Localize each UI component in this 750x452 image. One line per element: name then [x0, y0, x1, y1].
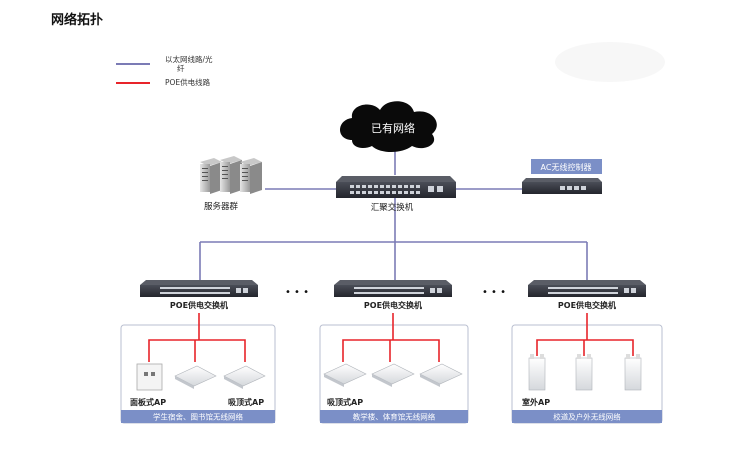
- zone-3-label-outdoor-ap: 室外AP: [522, 397, 550, 407]
- server-group-icon: [200, 156, 262, 194]
- poe-switch-2-icon: [334, 280, 452, 297]
- cloud-label: 已有网络: [371, 121, 415, 135]
- panel-ap-icon: [136, 363, 163, 391]
- ellipsis-1: • • •: [285, 287, 309, 298]
- ceiling-ap-icon: [419, 363, 463, 387]
- ac-label: AC无线控制器: [541, 162, 592, 172]
- zone-1-label-panel-ap: 面板式AP: [130, 397, 166, 407]
- poe-links: [148, 313, 634, 362]
- zone-2-banner: [320, 410, 468, 423]
- servers-label: 服务器群: [204, 201, 239, 212]
- decorative-blob: [555, 42, 665, 82]
- zone-2-label-ceiling-ap: 吸顶式AP: [327, 397, 363, 407]
- page-title: 网络拓扑: [51, 13, 104, 28]
- poe-switch-1-label: POE供电交换机: [170, 300, 228, 310]
- legend-poe-label: POE供电线路: [165, 78, 211, 87]
- outdoor-ap-icon: [575, 354, 593, 391]
- legend-ethernet-text-1: 以太网线路/光: [165, 55, 213, 64]
- legend-ethernet-swatch: [116, 63, 150, 65]
- ceiling-ap-icon: [174, 365, 217, 389]
- legend-ethernet-label: 以太网线路/光 纤: [165, 55, 213, 73]
- poe-switch-2-label: POE供电交换机: [364, 300, 422, 310]
- zone-3-banner-text: 校道及户外无线网络: [553, 412, 621, 422]
- ceiling-ap-icon: [323, 363, 367, 387]
- zone-3-banner: [512, 410, 662, 423]
- outdoor-ap-icon: [528, 354, 546, 391]
- legend-ethernet-text-2: 纤: [177, 64, 185, 73]
- poe-switch-3-icon: [528, 280, 646, 297]
- ceiling-ap-icon: [371, 363, 415, 387]
- ceiling-ap-icon: [223, 365, 266, 389]
- poe-switch-1-icon: [140, 280, 258, 297]
- ac-controller-icon: [522, 178, 602, 194]
- core-switch-label: 汇聚交换机: [371, 202, 414, 213]
- zone-1-banner-text: 学生宿舍、图书馆无线网络: [153, 412, 243, 422]
- cloud-icon: [340, 101, 437, 152]
- ellipsis-2: • • •: [482, 287, 506, 298]
- zone-1-label-ceiling-ap: 吸顶式AP: [228, 397, 264, 407]
- ac-label-background: [531, 159, 602, 174]
- outdoor-ap-icon: [624, 354, 642, 391]
- zone-1-banner: [121, 410, 275, 423]
- legend-poe-swatch: [116, 82, 150, 84]
- core-switch-icon: [336, 176, 456, 198]
- ethernet-links: [199, 150, 588, 280]
- poe-switch-3-label: POE供电交换机: [558, 300, 616, 310]
- zone-2-banner-text: 教学楼、体育馆无线网络: [353, 412, 436, 422]
